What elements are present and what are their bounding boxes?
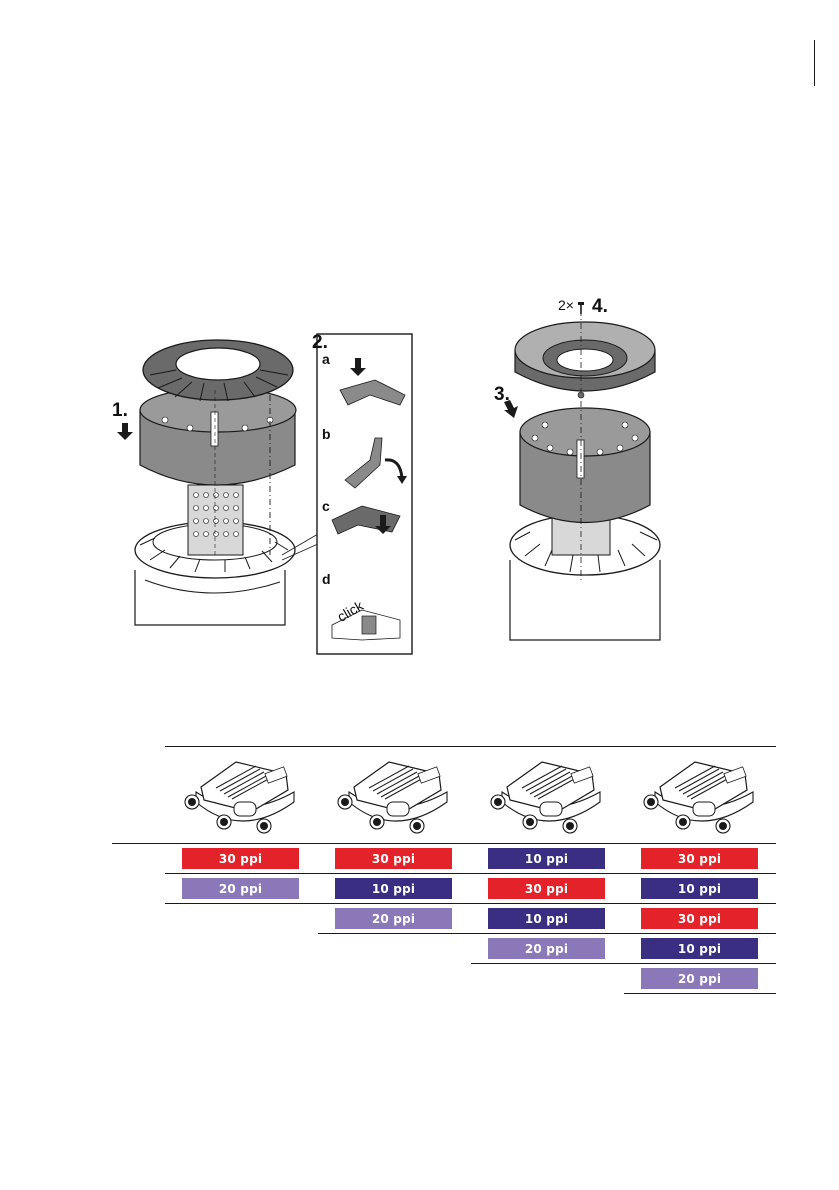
filter-badge: 30 ppi [182, 848, 299, 869]
filter-unit-image [482, 752, 612, 845]
filter-badge: 20 ppi [488, 938, 605, 959]
down-arrow-icon [117, 423, 133, 440]
filter-badge: 20 ppi [182, 878, 299, 899]
header-rule [814, 40, 815, 86]
assembly-illustration-right: 2× 4. 3. [490, 290, 680, 650]
row-rule [165, 873, 776, 874]
filter-badge: 10 ppi [641, 878, 758, 899]
substep-b-label: b [322, 426, 331, 442]
assembly-figure-left: 1. 2. a b c d click [100, 320, 430, 660]
row-rule [624, 993, 776, 994]
down-arrow-icon [504, 400, 518, 418]
screw-count-label: 2× [558, 297, 574, 313]
filter-badge: 10 ppi [488, 908, 605, 929]
step-2-label: 2. [312, 332, 328, 353]
filter-badge: 10 ppi [335, 878, 452, 899]
assembly-illustration-left: 1. 2. a b c d click [100, 320, 430, 660]
filter-badge: 30 ppi [335, 848, 452, 869]
substep-a-label: a [322, 351, 330, 367]
step-4-label: 4. [592, 296, 608, 317]
row-rule [318, 933, 776, 934]
filter-unit-image [176, 752, 306, 845]
row-rule [471, 963, 776, 964]
filter-unit-image [635, 752, 765, 845]
row-rule [165, 903, 776, 904]
filter-badge: 10 ppi [488, 848, 605, 869]
filter-badge: 30 ppi [488, 878, 605, 899]
filter-badge: 30 ppi [641, 908, 758, 929]
filter-unit-image [329, 752, 459, 845]
table-top-rule [165, 746, 776, 747]
filter-badge: 30 ppi [641, 848, 758, 869]
substep-d-label: d [322, 571, 331, 587]
assembly-figure-right: 2× 4. 3. [490, 290, 680, 650]
filter-badge: 20 ppi [335, 908, 452, 929]
filter-badge: 20 ppi [641, 968, 758, 989]
step-1-label: 1. [112, 400, 128, 421]
substep-c-label: c [322, 498, 330, 514]
filter-badge: 10 ppi [641, 938, 758, 959]
